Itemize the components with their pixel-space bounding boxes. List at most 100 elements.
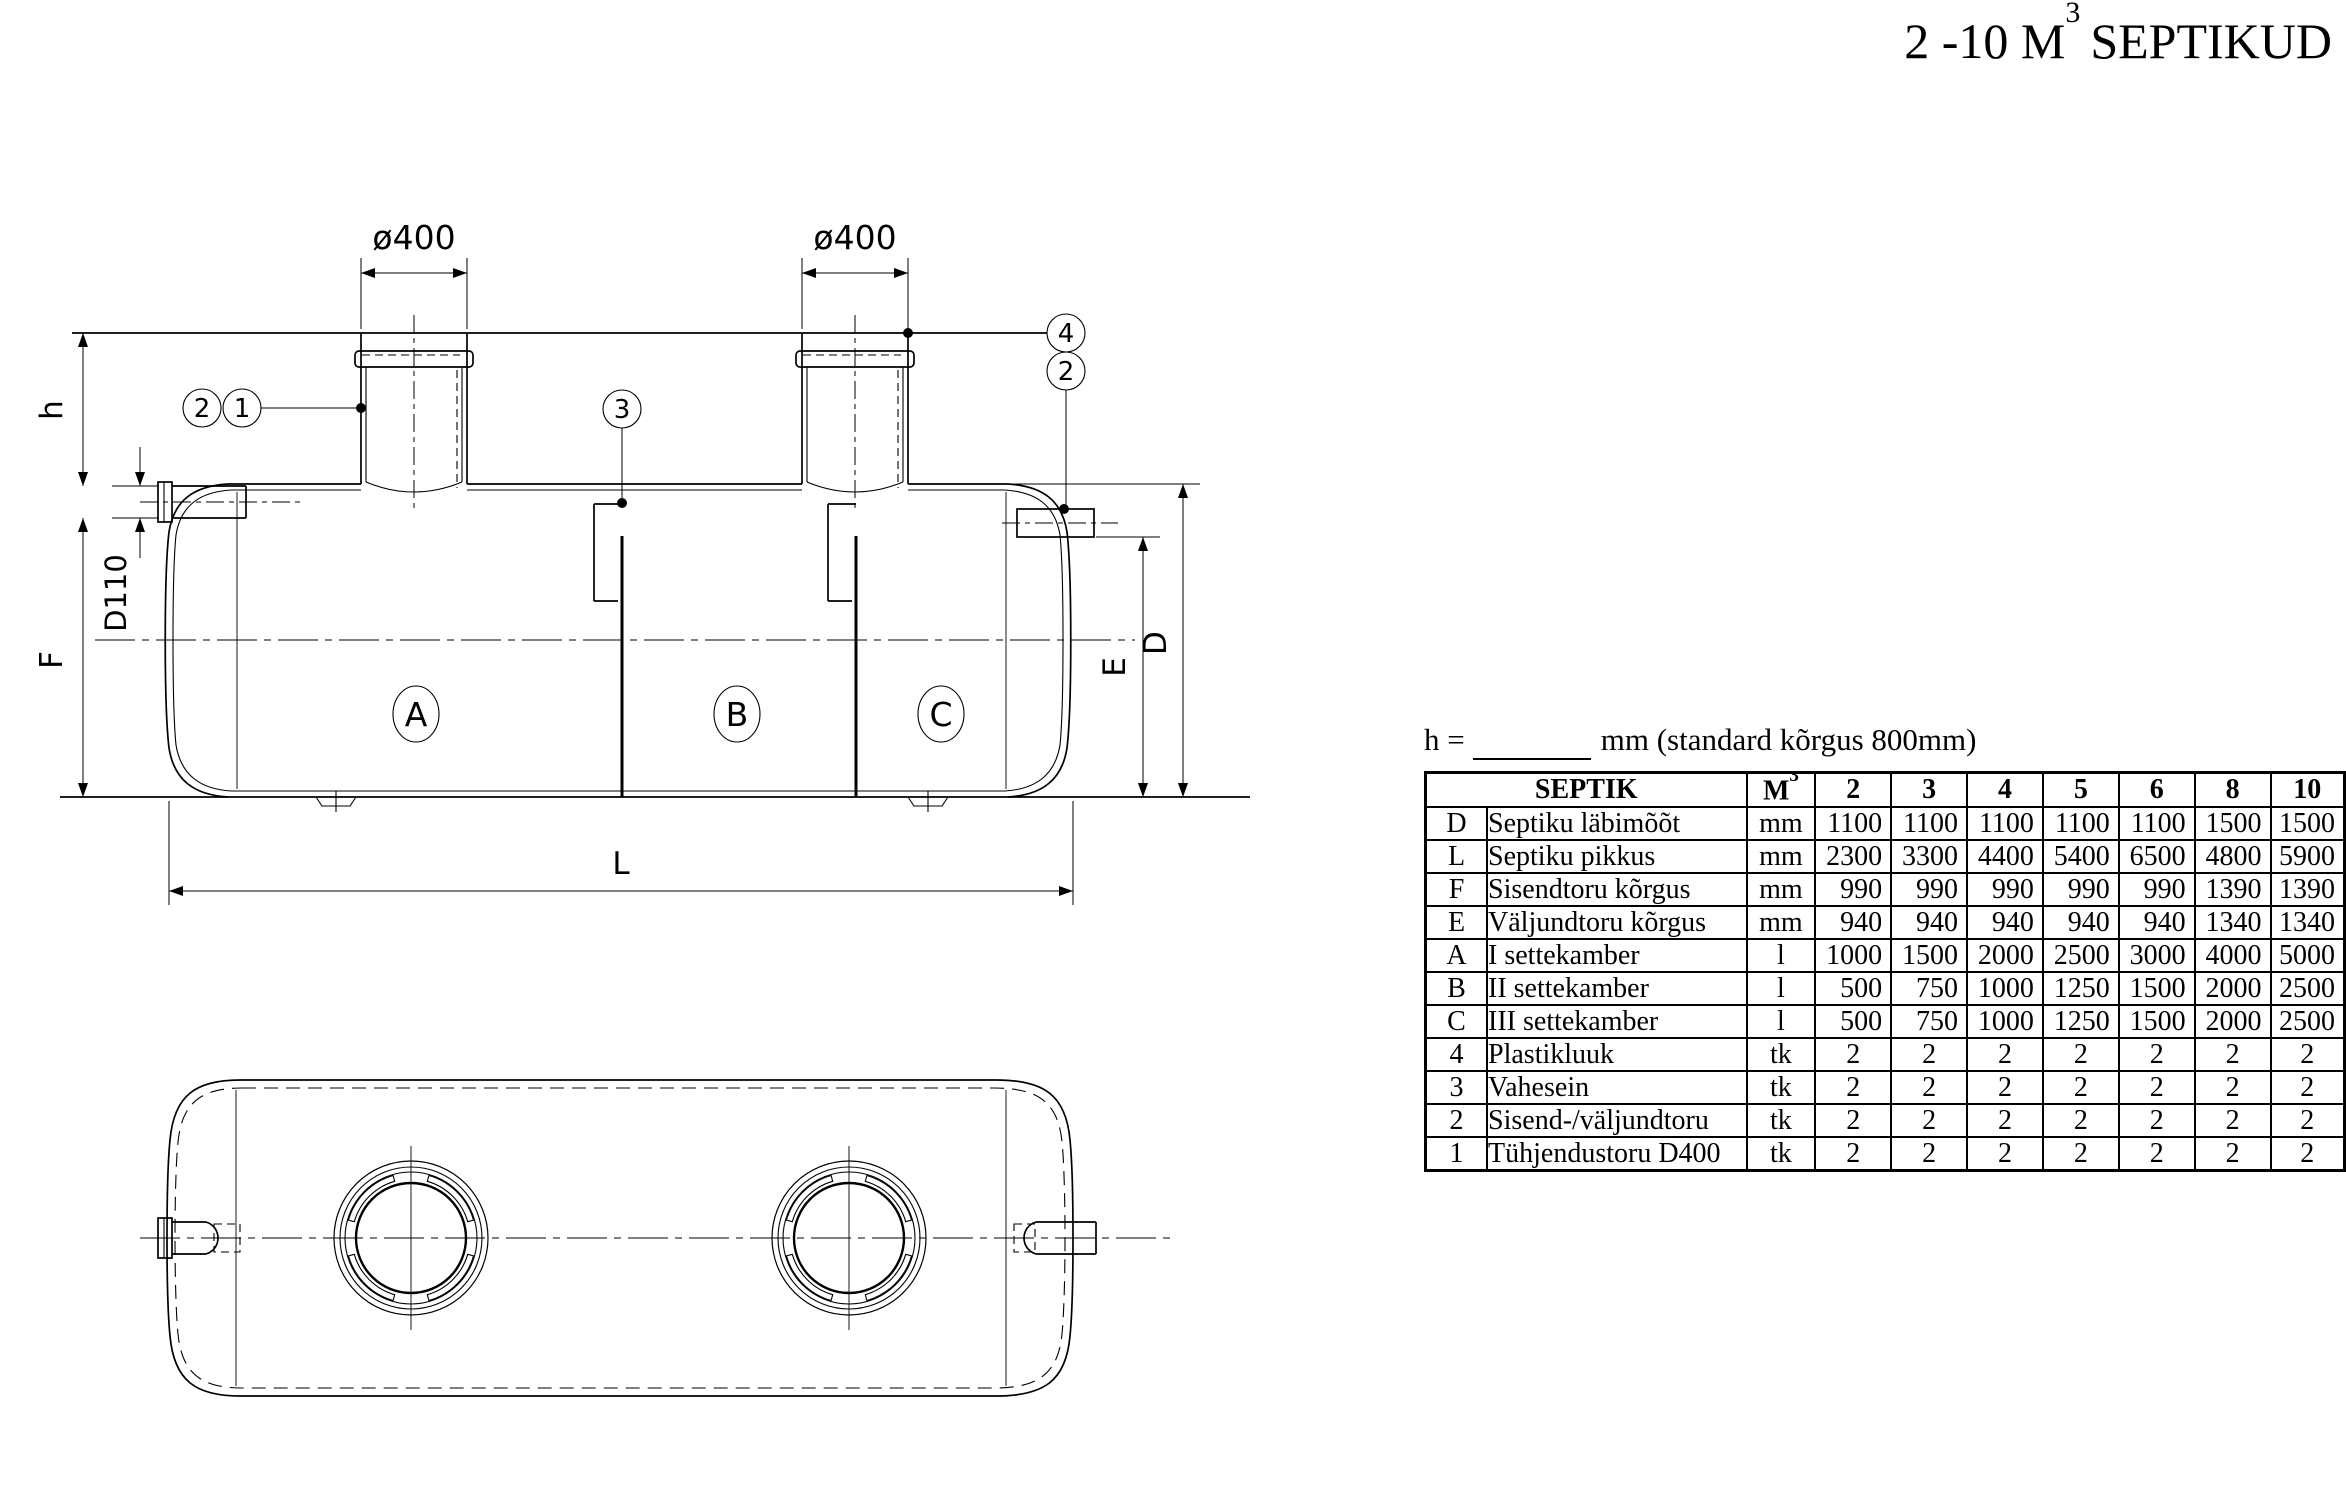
height-note-suffix: mm (standard kõrgus 800mm) <box>1600 722 1977 757</box>
row-value: 2 <box>2041 1103 2120 1138</box>
svg-text:h: h <box>34 400 70 420</box>
svg-text:E: E <box>1097 657 1133 677</box>
row-value: 2 <box>1814 1037 1893 1072</box>
row-value: 1000 <box>1814 938 1893 973</box>
inlet-pipe <box>140 481 300 523</box>
height-note: h = mm (standard kõrgus 800mm) <box>1424 722 1976 760</box>
row-name: Väljundtoru kõrgus <box>1486 905 1748 940</box>
row-value: 940 <box>1814 905 1893 940</box>
row-value: 2 <box>2193 1136 2272 1172</box>
title-range: 2 -10 M <box>1904 13 2066 69</box>
row-value: 2 <box>2269 1070 2346 1105</box>
page-title: 2 -10 M3SEPTIKUD <box>1904 0 2332 70</box>
plan-outlet-pipe <box>1013 1221 1097 1255</box>
svg-text:ø400: ø400 <box>813 218 896 257</box>
row-value: 2 <box>2041 1136 2120 1172</box>
row-unit: tk <box>1745 1136 1817 1172</box>
row-name: II settekamber <box>1486 971 1748 1006</box>
foot-right <box>907 791 949 812</box>
row-value: 2 <box>2117 1136 2196 1172</box>
row-value: 1100 <box>1890 806 1969 841</box>
header-size: 5 <box>2041 771 2120 808</box>
baffle-1 <box>593 503 624 797</box>
row-code: A <box>1424 938 1489 973</box>
row-value: 1000 <box>1966 1004 2044 1039</box>
row-code: 4 <box>1424 1037 1489 1072</box>
row-value: 2 <box>1966 1070 2044 1105</box>
chamber-label-c: C <box>917 685 965 743</box>
svg-text:C: C <box>929 695 952 734</box>
header-size: 2 <box>1814 771 1893 808</box>
row-value: 750 <box>1890 971 1969 1006</box>
row-value: 2 <box>2193 1103 2272 1138</box>
row-name: Tühjendustoru D400 <box>1486 1136 1748 1172</box>
title-sup: 3 <box>2065 0 2081 30</box>
row-value: 1100 <box>1966 806 2044 841</box>
dim-l: L <box>168 801 1074 905</box>
row-unit: l <box>1745 1004 1817 1039</box>
row-value: 2 <box>2041 1070 2120 1105</box>
row-name: III settekamber <box>1486 1004 1748 1039</box>
row-code: B <box>1424 971 1489 1006</box>
row-value: 2 <box>2269 1136 2346 1172</box>
svg-text:ø400: ø400 <box>372 218 455 257</box>
row-value: 1100 <box>2117 806 2196 841</box>
row-value: 940 <box>2041 905 2120 940</box>
dim-d110: D110 <box>99 447 145 632</box>
svg-text:F: F <box>34 651 70 669</box>
dim-dia-left: ø400 <box>360 218 468 329</box>
svg-text:1: 1 <box>234 394 251 424</box>
row-value: 1390 <box>2269 872 2346 907</box>
header-size: 3 <box>1890 771 1969 808</box>
svg-text:L: L <box>612 846 630 882</box>
row-unit: mm <box>1745 905 1817 940</box>
row-value: 2 <box>2269 1037 2346 1072</box>
row-value: 2 <box>1966 1136 2044 1172</box>
row-unit: l <box>1745 971 1817 1006</box>
row-unit: tk <box>1745 1070 1817 1105</box>
header-size: 6 <box>2117 771 2196 808</box>
row-value: 990 <box>1814 872 1893 907</box>
plan-manhole-right <box>771 1146 927 1330</box>
row-value: 2500 <box>2041 938 2120 973</box>
row-value: 5000 <box>2269 938 2346 973</box>
row-value: 990 <box>2117 872 2196 907</box>
row-code: 2 <box>1424 1103 1489 1138</box>
manhole-riser-left <box>354 315 474 512</box>
row-unit: tk <box>1745 1037 1817 1072</box>
height-note-prefix: h = <box>1424 722 1465 757</box>
row-value: 1500 <box>1890 938 1969 973</box>
row-value: 1250 <box>2041 971 2120 1006</box>
row-value: 1340 <box>2269 905 2346 940</box>
row-value: 1000 <box>1966 971 2044 1006</box>
row-value: 750 <box>1890 1004 1969 1039</box>
row-value: 2 <box>1890 1136 1969 1172</box>
svg-text:D110: D110 <box>99 554 133 632</box>
row-unit: mm <box>1745 806 1817 841</box>
outlet-pipe <box>1002 508 1118 538</box>
callout-1: 1 <box>222 388 366 428</box>
row-value: 2 <box>1890 1070 1969 1105</box>
foot-left <box>315 791 357 812</box>
row-code: 1 <box>1424 1136 1489 1172</box>
manhole-riser-right <box>795 315 915 512</box>
row-name: Plastikluuk <box>1486 1037 1748 1072</box>
header-size: 10 <box>2269 771 2346 808</box>
chamber-label-a: A <box>392 685 440 743</box>
row-value: 2 <box>1966 1103 2044 1138</box>
row-value: 940 <box>1966 905 2044 940</box>
tank-outline <box>60 483 1250 812</box>
chamber-label-b: B <box>713 685 761 743</box>
callout-2-right: 2 <box>1046 351 1086 514</box>
row-code: D <box>1424 806 1489 841</box>
row-value: 940 <box>2117 905 2196 940</box>
row-name: Septiku pikkus <box>1486 839 1748 874</box>
row-value: 5400 <box>2041 839 2120 874</box>
row-value: 2 <box>1814 1103 1893 1138</box>
row-value: 4800 <box>2193 839 2272 874</box>
